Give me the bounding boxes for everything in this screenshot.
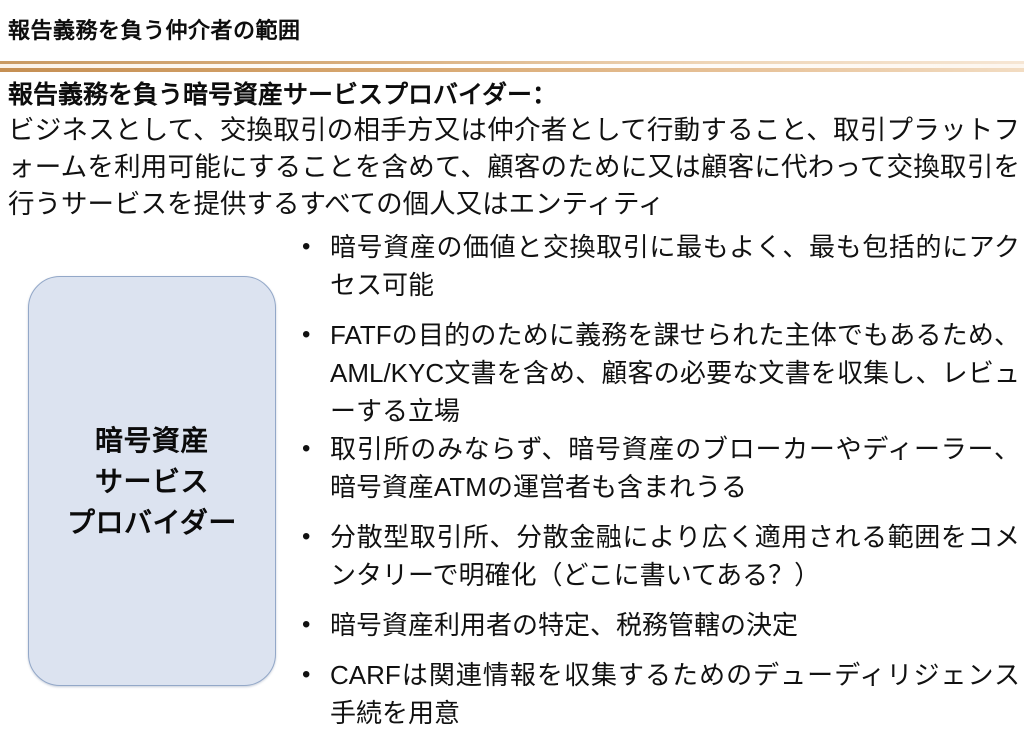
list-item-text: CARFは関連情報を収集するためのデューディリジェンス手続を用意 xyxy=(330,660,1020,728)
title-divider-rule xyxy=(0,61,1024,72)
bullet-dot-icon: • xyxy=(302,661,311,688)
bullet-dot-icon: • xyxy=(302,435,311,462)
list-item: • 暗号資産利用者の特定、税務管轄の決定 xyxy=(296,606,1020,644)
list-item-text: FATFの目的のために義務を課せられた主体でもあるため、AML/KYC文書を含め… xyxy=(330,320,1020,426)
divider-band-top xyxy=(0,61,1024,64)
section-subheading: 報告義務を負う暗号資産サービスプロバイダー： xyxy=(8,81,558,109)
list-item-text: 暗号資産利用者の特定、税務管轄の決定 xyxy=(330,610,799,640)
list-item: • 分散型取引所、分散金融により広く適用される範囲をコメンタリーで明確化（どこに… xyxy=(296,518,1020,594)
list-item: • CARFは関連情報を収集するためのデューディリジェンス手続を用意 xyxy=(296,656,1020,732)
category-box-crypto-service-provider: 暗号資産 サービス プロバイダー xyxy=(28,276,276,686)
list-item: • 暗号資産の価値と交換取引に最もよく、最も包括的にアクセス可能 xyxy=(296,228,1020,304)
list-item: • 取引所のみならず、暗号資産のブローカーやディーラー、暗号資産ATMの運営者も… xyxy=(296,430,1020,506)
bullet-dot-icon: • xyxy=(302,233,311,260)
divider-band-highlight xyxy=(0,64,1024,68)
list-item-text: 取引所のみならず、暗号資産のブローカーやディーラー、暗号資産ATMの運営者も含ま… xyxy=(330,434,1020,502)
page-title: 報告義務を負う仲介者の範囲 xyxy=(8,18,301,43)
intro-paragraph: ビジネスとして、交換取引の相手方又は仲介者として行動すること、取引プラットフォー… xyxy=(8,115,1020,219)
list-item-text: 分散型取引所、分散金融により広く適用される範囲をコメンタリーで明確化（どこに書い… xyxy=(330,522,1020,590)
bullet-dot-icon: • xyxy=(302,611,311,638)
list-item: • FATFの目的のために義務を課せられた主体でもあるため、AML/KYC文書を… xyxy=(296,316,1020,430)
bullet-dot-icon: • xyxy=(302,523,311,550)
bullet-dot-icon: • xyxy=(302,321,311,348)
divider-band-bottom xyxy=(0,68,1024,72)
category-box-label: 暗号資産 サービス プロバイダー xyxy=(67,424,237,538)
list-item-text: 暗号資産の価値と交換取引に最もよく、最も包括的にアクセス可能 xyxy=(330,232,1020,300)
bullet-list: • 暗号資産の価値と交換取引に最もよく、最も包括的にアクセス可能 • FATFの… xyxy=(296,228,1020,732)
